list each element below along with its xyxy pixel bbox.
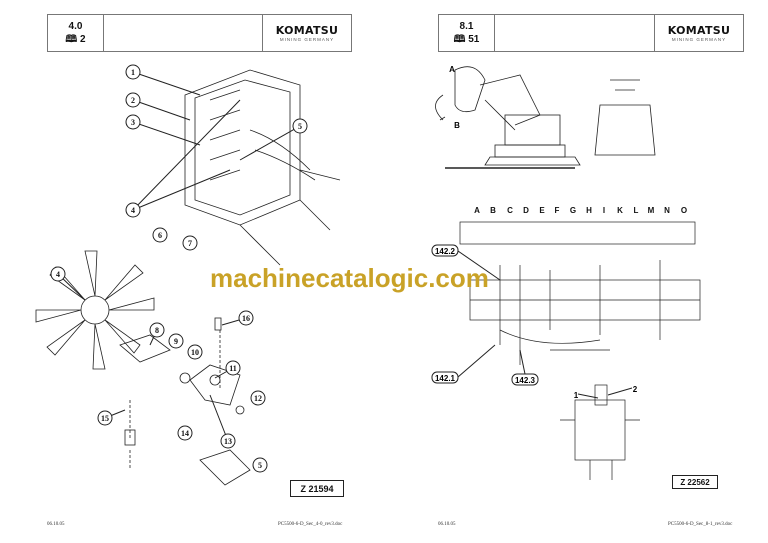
page-number: 51 [468, 34, 480, 45]
callout-label: 6 [158, 231, 162, 240]
callout-label: 14 [181, 429, 189, 438]
title-cell [104, 15, 263, 51]
callout-label: 1 [574, 391, 579, 400]
view-label: B [454, 121, 460, 130]
column-label: O [681, 206, 687, 215]
column-label: M [648, 206, 655, 215]
column-label: L [634, 206, 639, 215]
column-label: C [507, 206, 513, 215]
callout-label: 12 [254, 394, 262, 403]
callout-label: 4 [131, 206, 135, 215]
column-label: B [490, 206, 496, 215]
ref-label: 142.3 [515, 376, 536, 385]
section-number: 8.1 [459, 21, 474, 32]
callout-label: 15 [101, 414, 109, 423]
column-label: F [555, 206, 560, 215]
callout-label: 16 [242, 314, 250, 323]
footer-date-right: 06.10.05 [438, 522, 456, 527]
drawing-id-right: Z 22562 [672, 475, 718, 489]
callout-label: 8 [155, 326, 159, 335]
drawing-id-left: Z 21594 [290, 480, 344, 497]
fan-drawing [35, 250, 251, 486]
section-number: 4.0 [68, 21, 83, 32]
column-label: I [603, 206, 605, 215]
logo-subtext: MINING GERMANY [279, 37, 335, 42]
column-label: H [586, 206, 592, 215]
callout-label: 2 [633, 385, 638, 394]
logo-text: KOMATSU [275, 24, 339, 37]
callout-label: 5 [258, 461, 262, 470]
ref-labels [431, 244, 633, 399]
book-icon: 🕮 [453, 34, 466, 45]
callout-label: 10 [191, 348, 199, 357]
page-ref: 🕮 51 [454, 33, 480, 46]
section-cell: 8.1🕮 51 [439, 15, 495, 51]
footer-file-right: PC5500-6-D_Sec_8-1_rev3.doc [668, 522, 733, 527]
page-number: 2 [80, 34, 86, 45]
column-label: A [474, 206, 480, 215]
callout-label: 11 [229, 364, 237, 373]
footer-date-left: 06.10.05 [47, 522, 65, 527]
valve-block-drawing [459, 221, 701, 480]
view-label: A [449, 65, 455, 74]
column-label: K [617, 206, 623, 215]
page-ref: 🕮 2 [65, 33, 85, 46]
ref-label: 142.1 [435, 374, 456, 383]
title-cell [495, 15, 655, 51]
callout-labels-left: 1 2 3 5 4 6 7 4 16 8 9 10 11 12 15 14 13… [56, 68, 302, 470]
ref-label: 142.2 [435, 247, 456, 256]
callout-label: 7 [188, 239, 192, 248]
radiator-drawing [184, 69, 341, 266]
column-letters: A B C D E F G H I K L M N O [474, 206, 687, 215]
footer-file-left: PC5500-6-D_Sec_4-0_rev3.doc [278, 522, 343, 527]
column-label: G [570, 206, 576, 215]
callout-label: 1 [131, 68, 135, 77]
callout-label: 9 [174, 337, 178, 346]
callout-label: 13 [224, 437, 232, 446]
logo-subtext: MINING GERMANY [671, 37, 727, 42]
column-label: E [539, 206, 545, 215]
logo-text: KOMATSU [667, 24, 731, 37]
callout-label: 4 [56, 270, 60, 279]
column-label: N [664, 206, 670, 215]
callout-label: 3 [131, 118, 135, 127]
callout-label: 5 [298, 122, 302, 131]
column-label: D [523, 206, 529, 215]
section-cell: 4.0🕮 2 [48, 15, 104, 51]
callouts-left [50, 64, 308, 473]
book-icon: 🕮 [65, 34, 78, 45]
callout-label: 2 [131, 96, 135, 105]
watermark: machinecatalogic.com [210, 263, 489, 293]
excavator-drawing [435, 66, 656, 169]
